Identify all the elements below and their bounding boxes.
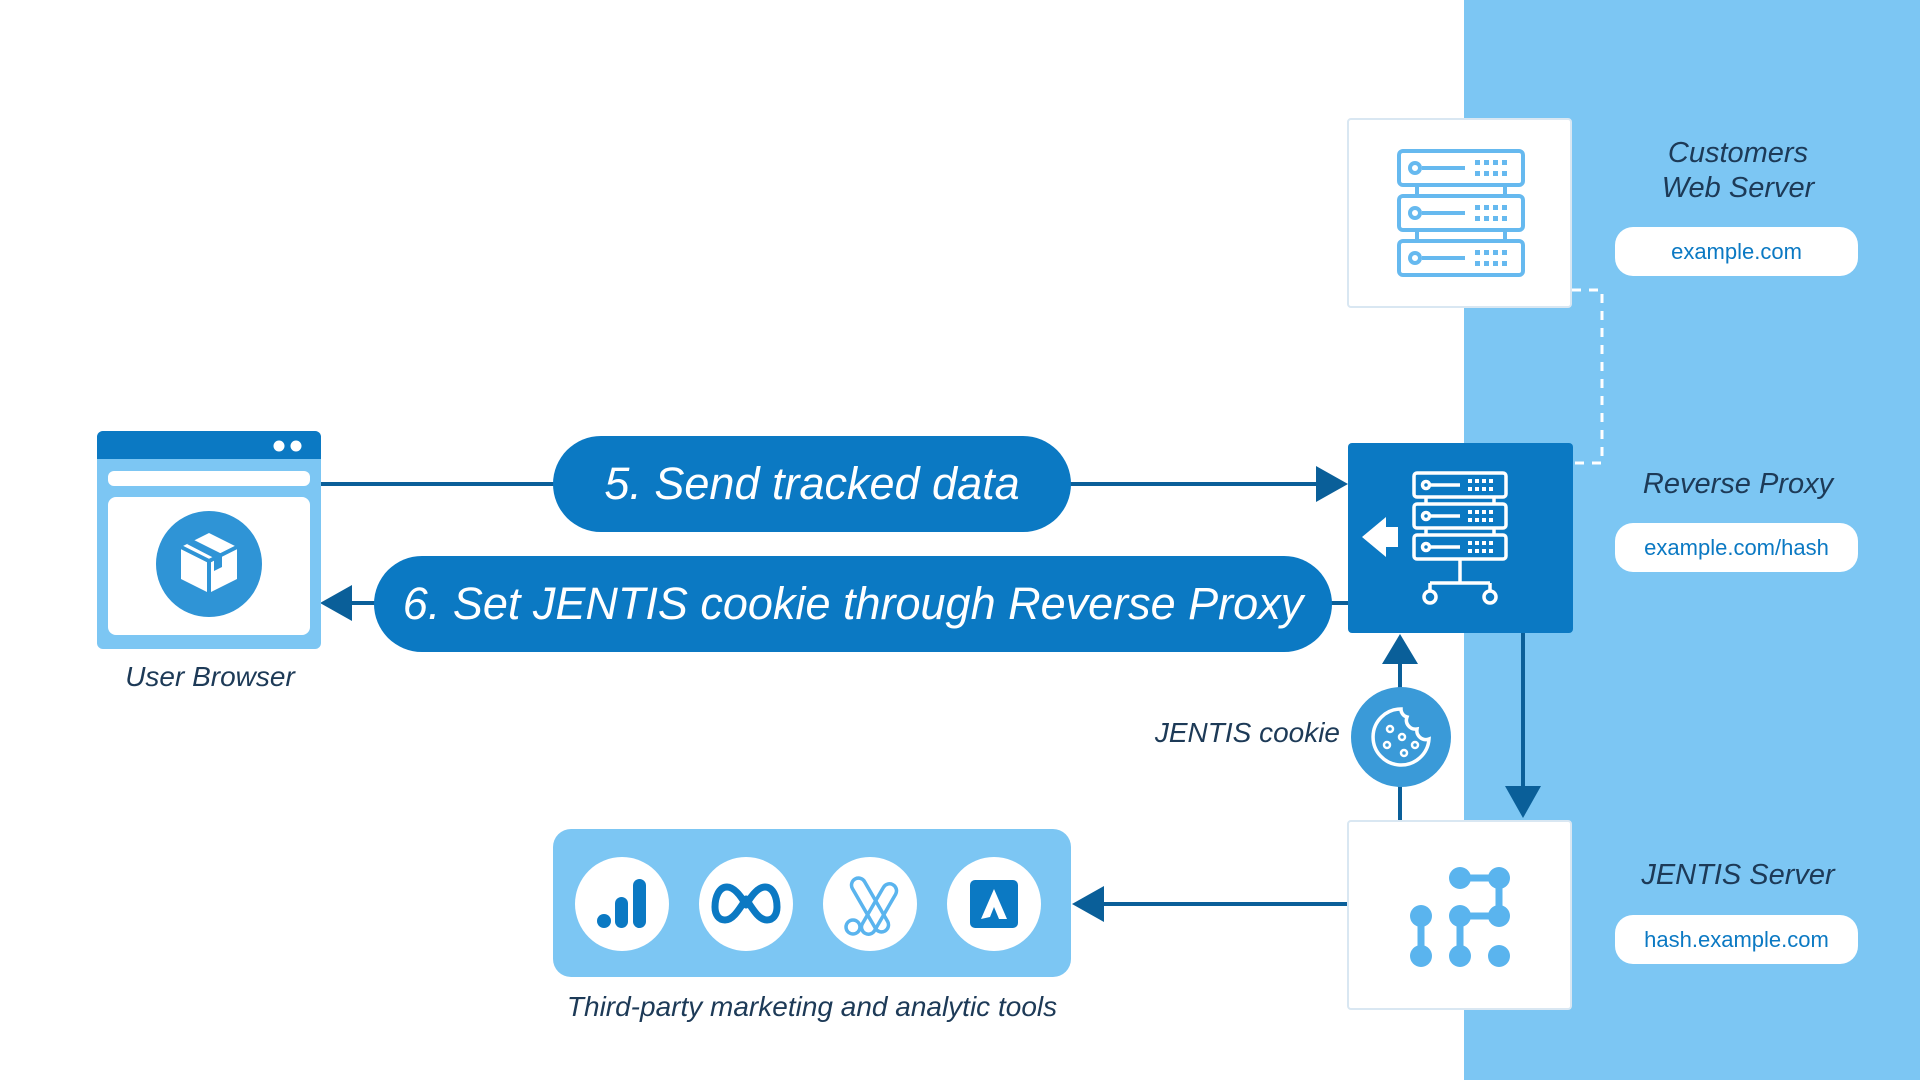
google-analytics-icon bbox=[597, 879, 646, 928]
tool-google-analytics bbox=[575, 857, 669, 951]
tool-google-ads bbox=[823, 857, 917, 951]
meta-icon bbox=[711, 883, 781, 924]
jentis-server-node bbox=[1347, 820, 1572, 1010]
tools-arrowhead bbox=[1072, 886, 1104, 922]
jentis-cookie-label: JENTIS cookie bbox=[1154, 717, 1340, 748]
reverse-proxy-node bbox=[1348, 443, 1573, 633]
google-ads-icon bbox=[844, 876, 899, 936]
jentis-cookie-badge bbox=[1351, 687, 1451, 787]
network-hub-icon bbox=[1410, 867, 1510, 967]
browser-node bbox=[97, 431, 321, 649]
proxy-down-arrowhead bbox=[1505, 786, 1541, 818]
cookie-icon bbox=[1371, 707, 1431, 767]
send-arrowhead bbox=[1316, 466, 1348, 502]
reverse-proxy-host: example.com/hash bbox=[1615, 523, 1858, 572]
cookie-up-arrowhead bbox=[1382, 634, 1418, 664]
web-server-node bbox=[1347, 118, 1572, 308]
dashed-server-link bbox=[1572, 288, 1604, 465]
jentis-server-host: hash.example.com bbox=[1615, 915, 1858, 964]
adobe-icon bbox=[970, 880, 1018, 928]
third-party-tools-label: Third-party marketing and analytic tools bbox=[566, 991, 1058, 1022]
send-tracked-data-pill: 5. Send tracked data bbox=[553, 436, 1071, 532]
proxy-server-icon bbox=[1362, 471, 1508, 605]
reverse-proxy-label: Reverse Proxy bbox=[1642, 468, 1834, 500]
web-server-label: Customers Web Server bbox=[1620, 136, 1856, 206]
jentis-server-label: JENTIS Server bbox=[1641, 859, 1835, 891]
third-party-tools-box bbox=[553, 829, 1071, 977]
set-cookie-pill: 6. Set JENTIS cookie through Reverse Pro… bbox=[374, 556, 1332, 652]
package-icon bbox=[156, 511, 262, 617]
web-server-label-line2: Web Server bbox=[1661, 171, 1815, 204]
browser-label: User Browser bbox=[125, 661, 295, 692]
web-server-host: example.com bbox=[1615, 227, 1858, 276]
tool-adobe bbox=[947, 857, 1041, 951]
set-cookie-arrowhead bbox=[320, 585, 352, 621]
tool-meta bbox=[699, 857, 793, 951]
server-icon bbox=[1397, 149, 1525, 277]
web-server-label-line1: Customers bbox=[1667, 137, 1809, 169]
